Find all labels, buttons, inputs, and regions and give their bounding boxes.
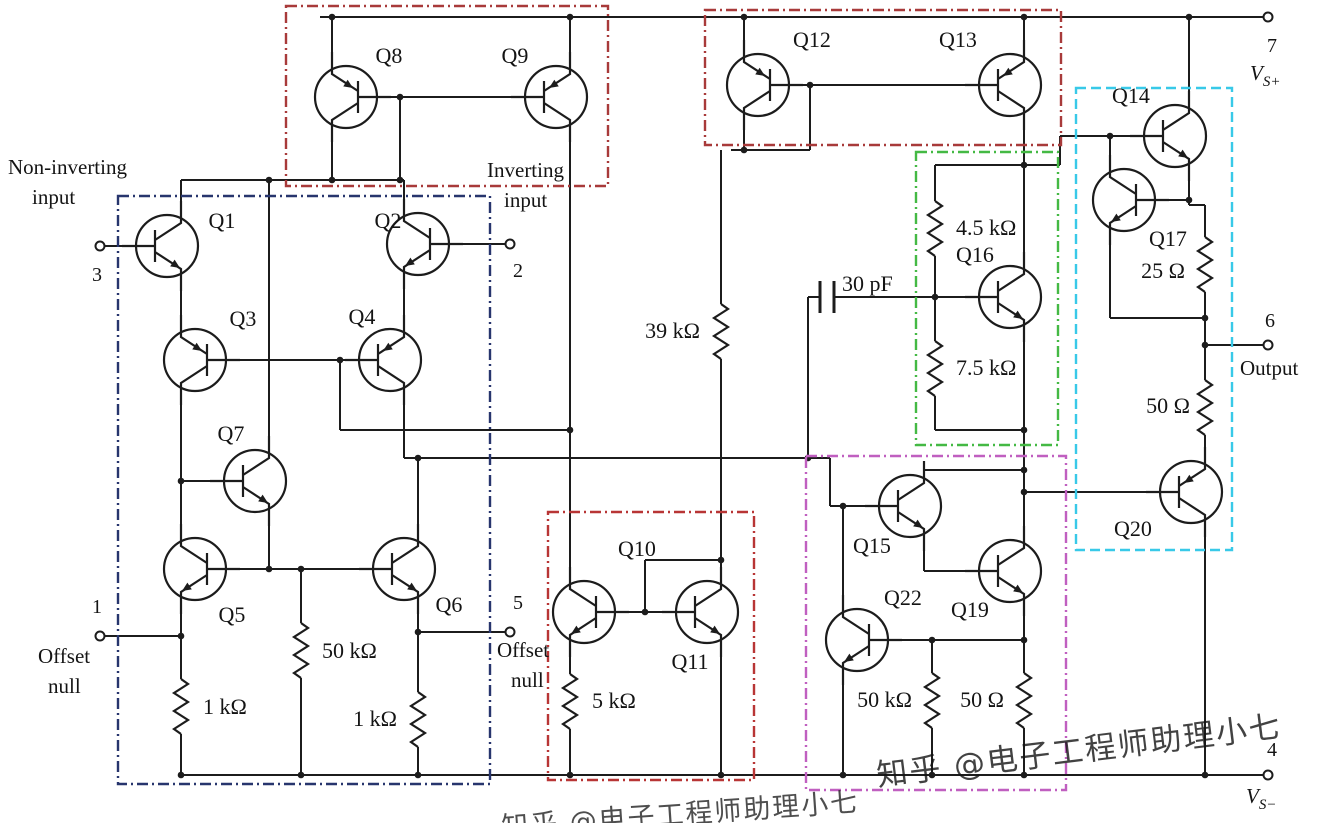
transistor-q7 <box>208 434 288 528</box>
box-q8-q9-mirror <box>284 4 610 188</box>
pin3-number: 3 <box>92 264 102 286</box>
pin3-name-line1: Non-inverting <box>8 155 127 179</box>
pin5-name-line1: Offset <box>497 638 549 662</box>
pin2-name-line1: Inverting <box>487 158 564 182</box>
terminal-pin2 <box>504 238 516 250</box>
pin7-number: 7 <box>1267 35 1277 57</box>
box-q10-q11-bias <box>546 510 756 782</box>
junction-dots <box>177 13 1209 779</box>
label-q4: Q4 <box>349 304 376 329</box>
pin3-name-line2: input <box>32 185 75 209</box>
box-q12-q13-mirror <box>703 8 1063 147</box>
transistor-q20 <box>1144 445 1224 539</box>
transistor-q11 <box>660 565 740 659</box>
label-q17: Q17 <box>1149 226 1187 251</box>
label-q1: Q1 <box>209 208 236 233</box>
resistor-r25-body <box>1196 235 1214 294</box>
label-q9: Q9 <box>502 43 529 68</box>
label-r50k-input: 50 kΩ <box>322 638 377 663</box>
pin2-name-line2: input <box>504 188 547 212</box>
resistor-r39k-body <box>712 302 730 361</box>
label-r5k: 5 kΩ <box>592 688 636 713</box>
label-q3: Q3 <box>230 306 257 331</box>
label-q2: Q2 <box>375 208 402 233</box>
capacitor-30pf <box>818 281 836 313</box>
label-q19: Q19 <box>951 597 989 622</box>
resistor-r50-gain-body <box>1015 671 1033 730</box>
label-q5: Q5 <box>219 602 246 627</box>
label-r1k-right: 1 kΩ <box>353 706 397 731</box>
label-q10: Q10 <box>618 536 656 561</box>
resistor-r1k-left-body <box>172 677 190 736</box>
label-q11: Q11 <box>671 649 708 674</box>
terminal-pin1 <box>94 630 106 642</box>
label-q15: Q15 <box>853 533 891 558</box>
resistor-r50-output-body <box>1196 378 1214 437</box>
label-q12: Q12 <box>793 27 831 52</box>
terminal-pin7 <box>1262 11 1274 23</box>
pin1-number: 1 <box>92 596 102 618</box>
label-r25: 25 Ω <box>1141 258 1185 283</box>
watermark-zhihu-partial: 知乎 @电子工程师助理小七 <box>500 787 860 823</box>
terminals <box>94 11 1274 781</box>
terminal-pin5 <box>504 626 516 638</box>
transistor-q10 <box>553 567 629 657</box>
terminal-pin3 <box>94 240 106 252</box>
terminal-pin6 <box>1262 339 1274 351</box>
box-output-stage <box>1074 86 1234 552</box>
transistor-q13 <box>963 38 1043 132</box>
transistor-q5 <box>164 524 240 614</box>
pin1-name-line2: null <box>48 674 81 698</box>
label-q22: Q22 <box>884 585 922 610</box>
resistor-r7k5-body <box>926 339 944 398</box>
label-capacitor: 30 pF <box>842 271 893 296</box>
transistor-q12 <box>727 40 803 130</box>
watermark-zhihu: 知乎 @电子工程师助理小七 <box>875 709 1284 794</box>
label-r50k-gain: 50 kΩ <box>857 687 912 712</box>
pin4-vs-minus-label: VS− <box>1246 784 1276 813</box>
resistor-r1k-right-body <box>409 690 427 749</box>
label-q13: Q13 <box>939 27 977 52</box>
pin4-number: 4 <box>1267 739 1277 761</box>
terminal-pin4 <box>1262 769 1274 781</box>
pin1-name-line1: Offset <box>38 644 90 668</box>
pin6-output-label: Output <box>1240 356 1299 380</box>
resistor-r50k-gain-body <box>923 671 941 730</box>
pin7-vs-plus-label: VS+ <box>1250 61 1280 90</box>
label-q6: Q6 <box>436 592 463 617</box>
pin5-name-line2: null <box>511 668 544 692</box>
resistor-r5k-body <box>561 672 579 731</box>
transistor-q6 <box>357 522 437 616</box>
label-r39k: 39 kΩ <box>645 318 700 343</box>
resistor-r4k5-body <box>926 199 944 258</box>
resistor-r50k-input-body <box>292 621 310 680</box>
label-q7: Q7 <box>218 421 245 446</box>
label-q20: Q20 <box>1114 516 1152 541</box>
pin5-number: 5 <box>513 592 523 614</box>
label-r50-gain: 50 Ω <box>960 687 1004 712</box>
label-r7k5: 7.5 kΩ <box>956 355 1016 380</box>
label-r4k5: 4.5 kΩ <box>956 215 1016 240</box>
label-r50-output: 50 Ω <box>1146 393 1190 418</box>
label-r1k-left: 1 kΩ <box>203 694 247 719</box>
label-q14: Q14 <box>1112 83 1150 108</box>
label-q16: Q16 <box>956 242 994 267</box>
pin6-number: 6 <box>1265 310 1275 332</box>
box-vbe-multiplier <box>914 150 1060 447</box>
box-input-stage <box>116 194 492 786</box>
pin2-number: 2 <box>513 260 523 282</box>
label-q8: Q8 <box>376 43 403 68</box>
box-gain-stage <box>804 454 1068 792</box>
transistor-q1 <box>120 199 200 293</box>
